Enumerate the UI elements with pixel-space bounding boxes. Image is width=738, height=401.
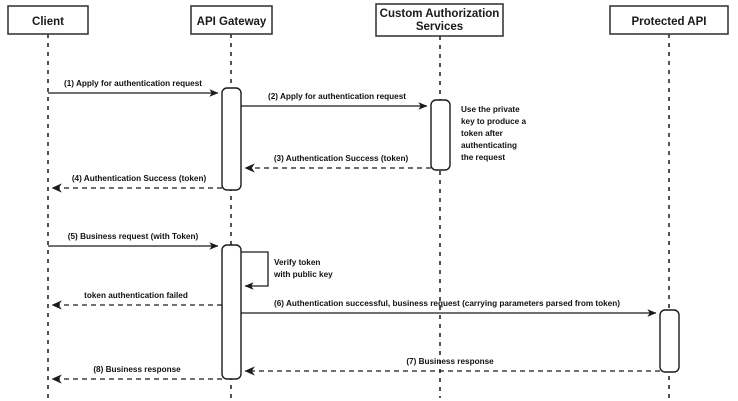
self-message-verify-token[interactable]: Verify token with public key — [241, 251, 333, 290]
participant-label-custom-authorization-services-line2: Services — [416, 21, 463, 33]
message-1[interactable]: (1) Apply for authentication request — [48, 79, 219, 97]
note-private-key-line-4: authenticating — [461, 141, 517, 150]
participant-protected-api[interactable]: Protected API — [609, 5, 729, 35]
message-5-label: (5) Business request (with Token) — [68, 232, 199, 241]
self-message-verify-token-label-line1: Verify token — [274, 258, 320, 267]
note-private-key-line-5: the request — [461, 153, 505, 162]
activation-bar-custom-authorization-services-1 — [430, 99, 451, 171]
note-private-key-line-3: token after — [461, 129, 504, 138]
message-3[interactable]: (3) Authentication Success (token) — [244, 154, 431, 173]
self-message-verify-token-arrow — [241, 251, 269, 290]
participant-label-protected-api: Protected API — [632, 16, 707, 28]
participant-box-custom-authorization-services — [375, 3, 504, 37]
activation-bar-api-gateway-1 — [221, 87, 242, 191]
message-8-label: (8) Business response — [93, 365, 181, 374]
message-2-label: (2) Apply for authentication request — [268, 92, 406, 101]
message-3-label: (3) Authentication Success (token) — [274, 154, 409, 163]
participant-box-api-gateway — [190, 5, 273, 35]
message-1-label: (1) Apply for authentication request — [64, 79, 202, 88]
participant-api-gateway[interactable]: API Gateway — [190, 5, 273, 35]
participant-label-client: Client — [32, 16, 64, 28]
note-private-key-line-1: Use the private — [461, 105, 520, 114]
message-8[interactable]: (8) Business response — [51, 365, 222, 384]
message-2[interactable]: (2) Apply for authentication request — [241, 92, 428, 110]
message-4[interactable]: (4) Authentication Success (token) — [51, 174, 222, 193]
participant-box-protected-api — [609, 5, 729, 35]
activation-bar-api-gateway-2 — [221, 244, 242, 380]
message-4-label: (4) Authentication Success (token) — [72, 174, 207, 183]
activation-bar-protected-api-1 — [659, 309, 680, 373]
participant-label-api-gateway: API Gateway — [197, 16, 267, 28]
message-5[interactable]: (5) Business request (with Token) — [48, 232, 219, 250]
participant-client[interactable]: Client — [7, 5, 89, 35]
participant-label-custom-authorization-services-line1: Custom Authorization — [380, 8, 500, 20]
message-6[interactable]: (6) Authentication successful, business … — [241, 299, 657, 317]
note-private-key-line-2: key to produce a — [461, 117, 527, 126]
self-message-verify-token-label-line2: with public key — [273, 270, 333, 279]
participant-custom-authorization-services[interactable]: Custom Authorization Services — [375, 3, 504, 37]
participant-box-client — [7, 5, 89, 35]
message-6-label: (6) Authentication successful, business … — [274, 299, 620, 308]
message-token-authentication-failed[interactable]: token authentication failed — [51, 291, 222, 310]
message-7-label: (7) Business response — [406, 357, 494, 366]
message-7[interactable]: (7) Business response — [244, 357, 660, 376]
message-token-authentication-failed-label: token authentication failed — [84, 291, 188, 300]
note-private-key: Use the private key to produce a token a… — [461, 105, 527, 162]
